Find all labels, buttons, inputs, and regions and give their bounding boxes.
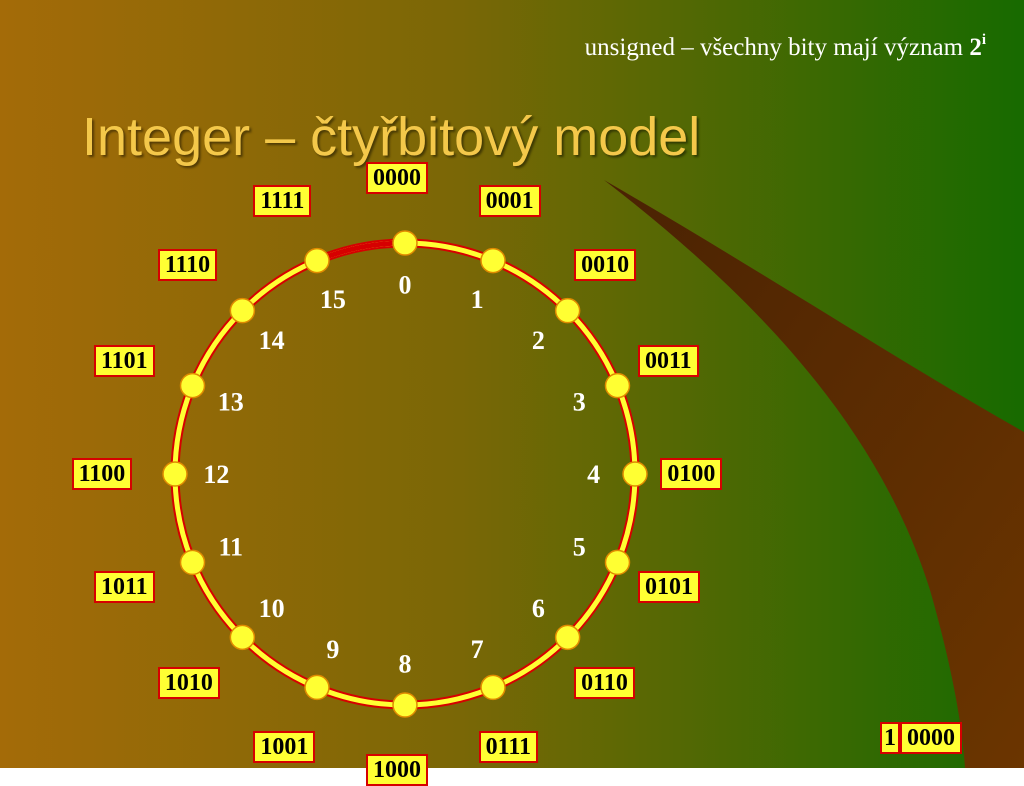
bits-label-6: 0110 bbox=[574, 667, 635, 700]
bits-label-15: 1111 bbox=[253, 184, 312, 217]
wheel-node-15 bbox=[304, 247, 330, 274]
wheel-value-0: 0 bbox=[399, 271, 412, 300]
bits-label-3: 0011 bbox=[637, 344, 699, 377]
bits-label-12: 1100 bbox=[71, 458, 133, 490]
overflow-bits: 0000 bbox=[900, 722, 962, 754]
wheel-node-12 bbox=[162, 461, 188, 487]
wheel-value-9: 9 bbox=[326, 635, 339, 664]
wheel-value-12: 12 bbox=[203, 460, 229, 489]
bits-label-7: 0111 bbox=[478, 731, 539, 764]
wheel-node-3 bbox=[604, 372, 631, 399]
slide-title: Integer – čtyřbitový model bbox=[82, 107, 701, 167]
bits-label-9: 1001 bbox=[253, 731, 316, 764]
bits-label-11: 1011 bbox=[94, 571, 155, 604]
wheel-value-4: 4 bbox=[587, 460, 600, 489]
wheel-node-11 bbox=[179, 549, 206, 576]
wheel-node-10 bbox=[229, 624, 256, 651]
wheel-node-4 bbox=[622, 461, 648, 487]
wheel-node-2 bbox=[554, 297, 581, 324]
overflow-carry-bit: 1 bbox=[880, 722, 900, 754]
bits-label-10: 1010 bbox=[157, 667, 220, 700]
wheel-value-6: 6 bbox=[532, 594, 545, 623]
wheel-value-5: 5 bbox=[573, 532, 586, 561]
bits-label-13: 1101 bbox=[94, 344, 155, 377]
wheel-node-9 bbox=[304, 674, 330, 701]
bits-label-1: 0001 bbox=[478, 184, 541, 217]
wheel-value-2: 2 bbox=[532, 326, 545, 355]
wheel-node-6 bbox=[554, 624, 581, 651]
wheel-value-13: 13 bbox=[218, 388, 244, 417]
wheel-value-8: 8 bbox=[399, 649, 412, 678]
bits-label-5: 0101 bbox=[637, 571, 700, 604]
overflow-result: 1 0000 bbox=[880, 722, 962, 754]
wheel-value-14: 14 bbox=[259, 326, 285, 355]
bits-label-14: 1110 bbox=[157, 248, 218, 281]
wheel-node-0 bbox=[392, 230, 418, 256]
wheel-node-1 bbox=[480, 247, 506, 274]
wheel-node-14 bbox=[229, 297, 256, 324]
wheel-node-8 bbox=[392, 692, 418, 718]
decorative-swoosh bbox=[604, 180, 1024, 768]
bits-label-8: 1000 bbox=[366, 753, 428, 786]
wheel-value-10: 10 bbox=[259, 594, 285, 623]
wheel-value-11: 11 bbox=[218, 532, 243, 561]
bits-label-4: 0100 bbox=[660, 458, 723, 490]
bits-label-0: 0000 bbox=[366, 162, 428, 195]
wheel-node-5 bbox=[604, 549, 631, 576]
wheel-value-7: 7 bbox=[471, 635, 484, 664]
wheel-value-1: 1 bbox=[471, 285, 484, 314]
bits-label-2: 0010 bbox=[574, 248, 637, 281]
wheel-node-7 bbox=[480, 674, 506, 701]
wheel-value-15: 15 bbox=[320, 285, 346, 314]
subtitle: unsigned – všechny bity mají význam 2i bbox=[584, 32, 986, 61]
wheel-node-13 bbox=[179, 372, 206, 399]
slide-background bbox=[0, 0, 1024, 768]
wheel-value-3: 3 bbox=[573, 388, 586, 417]
